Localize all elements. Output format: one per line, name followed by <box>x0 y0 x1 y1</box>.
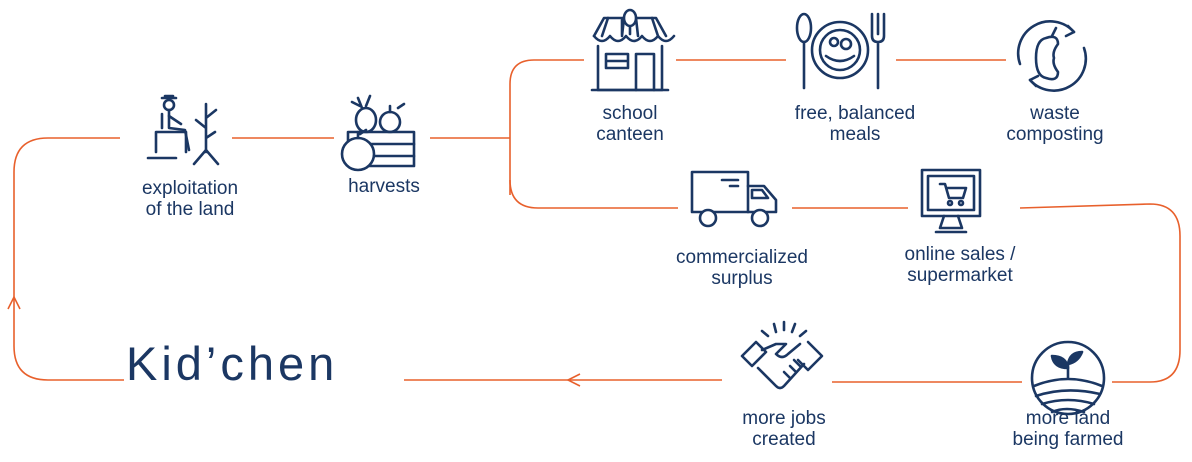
handshake-icon <box>734 320 830 394</box>
brand-title: Kid’chen <box>126 337 339 390</box>
node-label-harvests: harvests <box>348 176 420 197</box>
computer-cart-icon <box>918 166 1014 242</box>
connector-branch-to-surplus <box>509 179 678 209</box>
apple-core-recycle-icon <box>1010 18 1094 94</box>
node-label-online: online sales /supermarket <box>904 244 1016 286</box>
delivery-truck-icon <box>686 168 782 232</box>
connector-online-to-land <box>1019 203 1181 383</box>
harvest-crate-icon <box>338 94 424 176</box>
connector-brand-to-exploitation <box>13 137 124 381</box>
connector-branch-to-canteen <box>509 59 584 195</box>
school-canteen-icon <box>584 8 676 94</box>
farmer-planting-icon <box>142 92 228 168</box>
plate-cutlery-icon <box>790 10 892 92</box>
sprouting-field-icon <box>1028 338 1108 418</box>
arrow-up-left-loop <box>7 295 21 310</box>
arrow-left-bottom <box>566 373 581 387</box>
